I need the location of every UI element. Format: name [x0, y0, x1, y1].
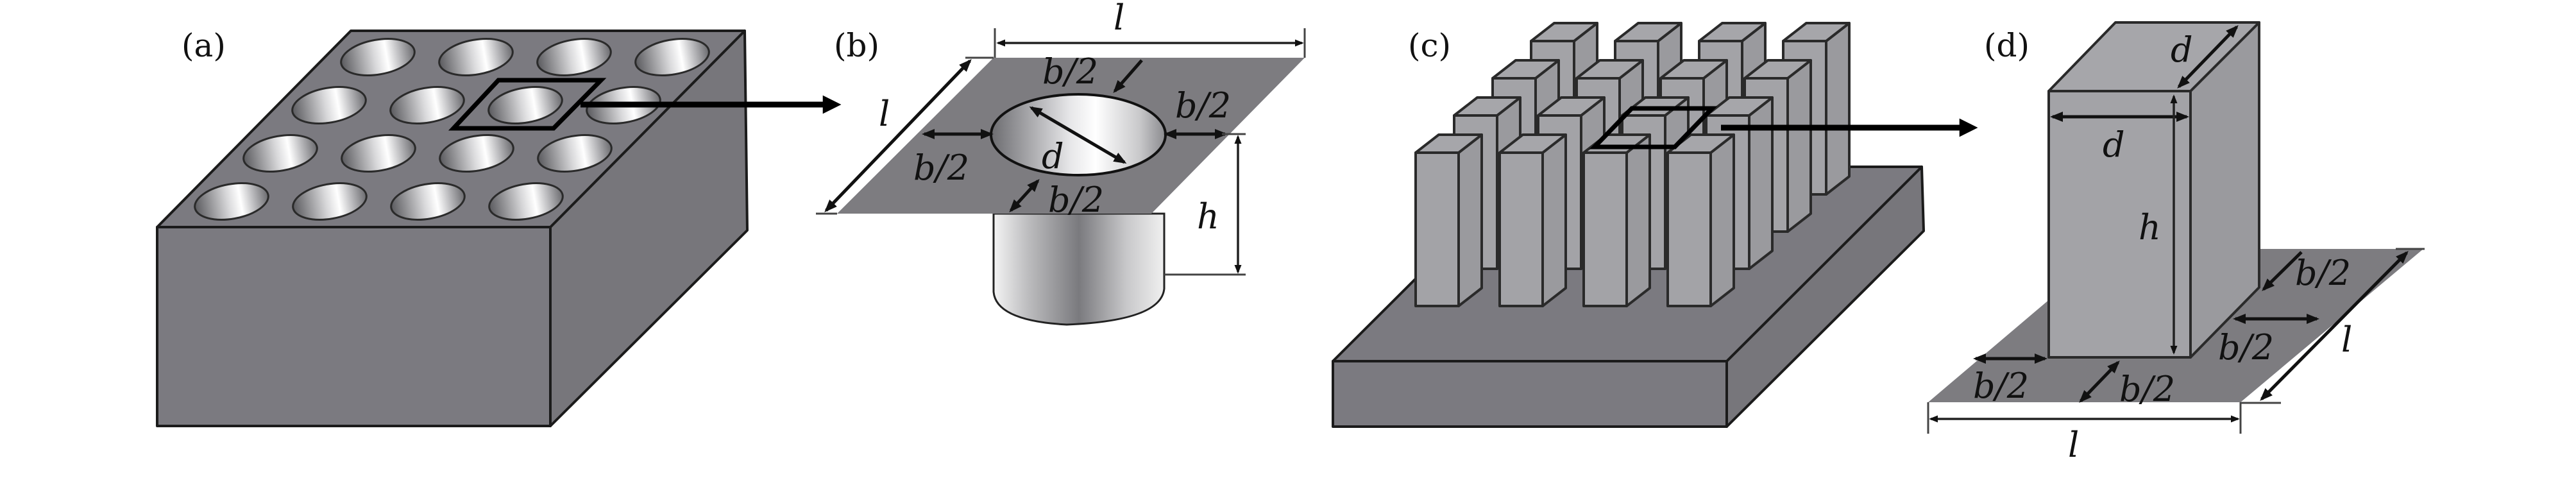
unit-cell-selection	[1589, 106, 1718, 149]
pillar-front-face	[1414, 151, 1460, 307]
dim-diameter-d-label: d	[1042, 136, 1064, 176]
dim-margin-right-label: b/2	[2218, 327, 2274, 368]
pillar-top-face	[1614, 22, 1682, 42]
hole	[390, 182, 466, 221]
cylinder-body	[992, 212, 1165, 326]
pillar-top-face	[1453, 96, 1521, 117]
block-front-face	[156, 226, 552, 427]
dim-margin-front-label: b/2	[2119, 369, 2175, 409]
dim-front-d-label: d	[2103, 124, 2125, 165]
dim-margin-top-label: b/2	[1042, 51, 1098, 92]
dim-margin-bottom	[1009, 179, 1040, 212]
pillar-side-face	[1541, 133, 1567, 307]
pillar-top-face	[1659, 59, 1728, 80]
panel-d-label: (d)	[1984, 27, 2029, 64]
panel-c-label: (c)	[1408, 27, 1451, 64]
dim-margin-bottom-label: b/2	[1048, 180, 1104, 220]
dim-bottom-l-label: l	[2068, 425, 2079, 465]
hole	[194, 182, 269, 221]
panel-a: (a)	[156, 27, 842, 427]
panel-a-label: (a)	[182, 27, 226, 64]
pillar-top-face	[1698, 22, 1767, 42]
pillar-side-face	[1709, 133, 1735, 307]
pillar-top-face	[1498, 133, 1567, 154]
pillar-top-face	[1575, 59, 1644, 80]
pillar-array	[1414, 22, 1851, 307]
pillar-top-face	[1491, 59, 1560, 80]
pillar-front-face	[1582, 151, 1628, 307]
dim-diameter-d	[1029, 106, 1127, 164]
dim-margin-front	[2079, 361, 2120, 403]
dim-top-d-label: d	[2171, 30, 2193, 70]
dim-left-l-label: l	[879, 94, 890, 134]
dim-side-l-label: l	[2341, 319, 2352, 360]
dim-height-h-label: h	[1197, 196, 1219, 237]
hole	[242, 134, 318, 173]
dim-margin-right-label: b/2	[1175, 85, 1231, 126]
pillar-side-face	[1457, 133, 1483, 307]
pillar-side-face	[1825, 22, 1851, 196]
dim-margin-back-label: b/2	[2295, 253, 2351, 293]
dim-margin-left-label: b/2	[1973, 366, 2029, 406]
pillar-side-face	[1786, 59, 1812, 233]
pillar-side-face	[1625, 133, 1651, 307]
panel-c: (c)	[1332, 22, 1978, 428]
pillar-top-face	[1743, 59, 1812, 80]
pillar	[1666, 133, 1735, 307]
panel-d: (d) d d h b/2 b/2 b/2 b/2 l	[1927, 21, 2425, 465]
hole	[291, 86, 367, 124]
pillar-top-face	[1414, 133, 1483, 154]
hole	[439, 134, 514, 173]
hole	[488, 182, 564, 221]
hole	[341, 134, 416, 173]
hole	[292, 182, 368, 221]
substrate-front-face	[1332, 360, 1728, 428]
panel-b: (b) l l d b/2 b/2 b/2 b/2	[816, 0, 1306, 326]
dim-top-d	[2177, 25, 2239, 89]
dim-side-l	[2260, 251, 2409, 401]
hole-array	[194, 38, 710, 221]
pillar-front-face	[1498, 151, 1544, 307]
dim-margin-top	[1113, 59, 1143, 94]
dim-top-l-label: l	[1114, 0, 1124, 38]
dim-margin-left-label: b/2	[913, 148, 969, 188]
hole	[340, 38, 416, 76]
pillar	[1582, 133, 1651, 307]
hole	[634, 38, 710, 76]
dim-left-l	[824, 59, 972, 212]
hole	[389, 86, 465, 124]
hole	[537, 134, 613, 173]
pillar-top-face	[1530, 22, 1598, 42]
dim-height-h-label: h	[2139, 207, 2161, 248]
pillar-side-face	[1748, 96, 1774, 270]
pillar-top-face	[1782, 22, 1851, 42]
hole	[438, 38, 514, 76]
hole	[487, 86, 563, 124]
pillar-front-face	[1666, 151, 1712, 307]
panel-b-label: (b)	[834, 27, 879, 64]
unit-cell-selection	[448, 78, 607, 131]
hole	[536, 38, 612, 76]
pillar-top-face	[1537, 96, 1606, 117]
pillar	[1498, 133, 1567, 307]
pillar	[1414, 133, 1483, 307]
